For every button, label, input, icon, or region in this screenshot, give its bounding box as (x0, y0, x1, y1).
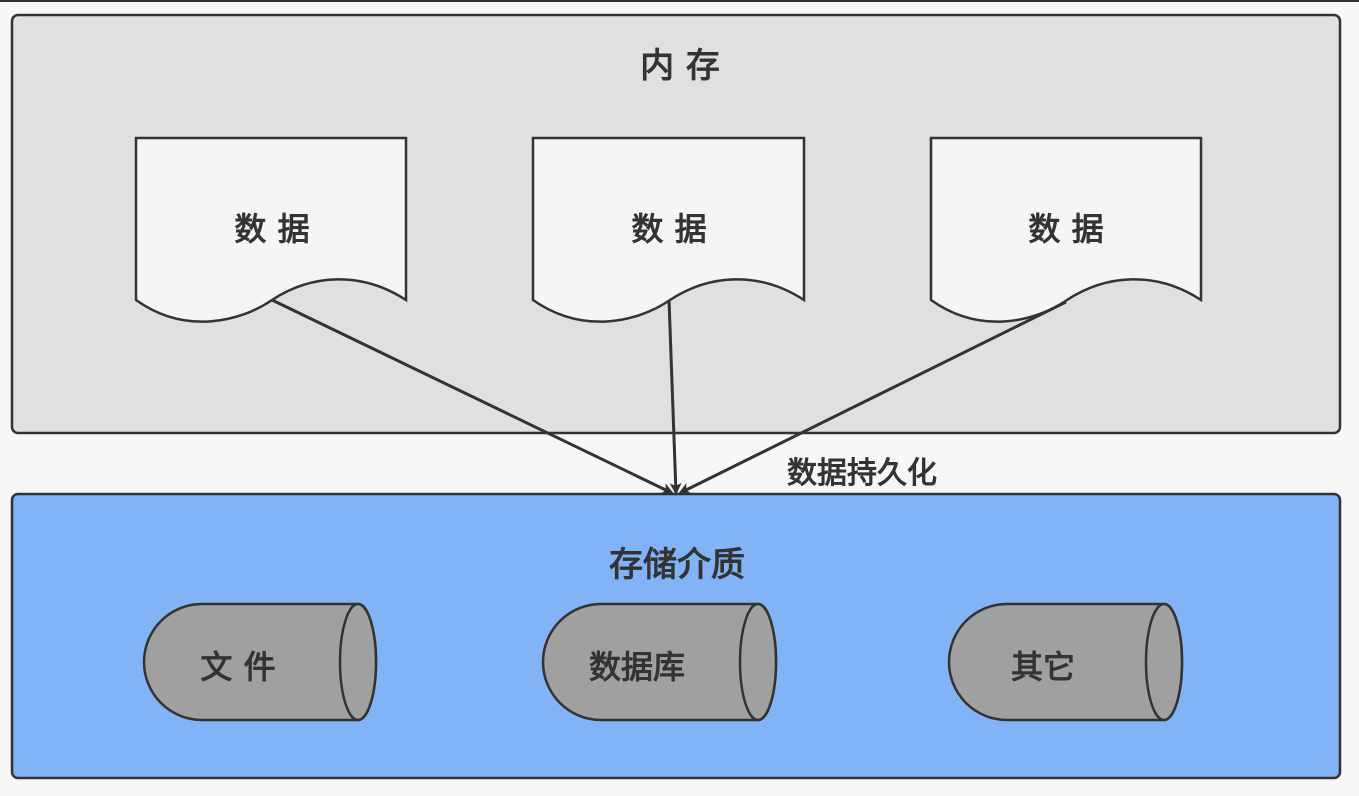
data-document: 数 据 (134, 136, 408, 323)
data-label: 数 据 (234, 210, 309, 248)
storage-medium-file: 文 件 (142, 602, 378, 722)
arrow-middle (667, 299, 682, 495)
arrow-left (271, 298, 674, 495)
medium-label: 数据库 (589, 648, 685, 686)
memory-title: 内 存 (640, 46, 720, 86)
medium-label: 其它 (1011, 648, 1075, 686)
cylinder-cap (338, 602, 378, 722)
data-document: 数 据 (929, 136, 1203, 323)
persistence-arrows (271, 298, 1067, 495)
arrow-right (678, 300, 1067, 495)
medium-label: 文 件 (200, 648, 275, 686)
cylinder-cap (738, 602, 778, 722)
storage-title: 存储介质 (609, 545, 745, 585)
storage-medium-other: 其它 (947, 602, 1184, 722)
persistence-label: 数据持久化 (787, 456, 937, 491)
data-label: 数 据 (1028, 210, 1103, 248)
document-shape (929, 136, 1203, 323)
storage-medium-database: 数据库 (541, 602, 778, 722)
cylinder-cap (1144, 602, 1184, 722)
data-label: 数 据 (631, 210, 706, 248)
